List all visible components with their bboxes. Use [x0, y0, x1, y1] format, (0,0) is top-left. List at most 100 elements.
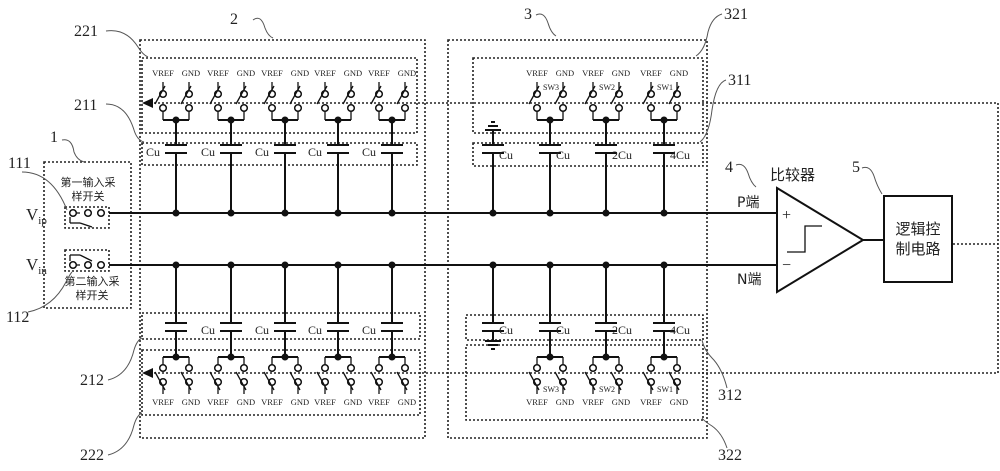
vref-label: VREF [526, 397, 548, 407]
switch-blade [316, 85, 328, 105]
cap-label-bottom: Cu [255, 323, 269, 337]
switch-contact [96, 208, 106, 218]
switch-blade [642, 371, 654, 391]
switch-blade [668, 85, 680, 105]
switch-2-label-1: 第二输入采 [65, 274, 120, 288]
binary-cap-label-bottom: 2Cu [612, 323, 632, 337]
switch-blade [289, 371, 301, 391]
logic-control-box [883, 195, 953, 283]
switch-contact [96, 260, 106, 270]
switch-contact [213, 363, 223, 373]
leader-311 [699, 79, 727, 143]
block-2 [139, 39, 426, 439]
sw-111-blade [79, 222, 93, 228]
junction-dot [281, 209, 289, 217]
binary-cap-label-top: Cu [499, 148, 513, 162]
switch-111-box [64, 206, 110, 229]
vref-label: VREF [640, 68, 662, 78]
ref-3: 3 [524, 6, 532, 23]
vref-label: VREF [261, 68, 283, 78]
vref-label: VREF [640, 397, 662, 407]
switch-blade [396, 85, 408, 105]
junction-dot [489, 209, 497, 217]
vin-main: V [26, 255, 39, 274]
junction-dot [281, 261, 289, 269]
vref-label: VREF [261, 397, 283, 407]
switch-contact [293, 363, 303, 373]
binary-cap-label-bottom: Cu [556, 323, 570, 337]
binary-cap-label-bottom: Cu [499, 323, 513, 337]
gnd-label: GND [344, 397, 362, 407]
vref-label: VREF [314, 68, 336, 78]
switch-blade [180, 85, 192, 105]
switch-contact [646, 363, 656, 373]
junction-dot [334, 209, 342, 217]
block-312 [465, 314, 704, 341]
leader-312 [701, 339, 728, 389]
cap-label-top: Cu [362, 145, 376, 159]
switch-contact [213, 103, 223, 113]
ref-2: 2 [230, 11, 238, 28]
switch-name-label: SW3 [543, 385, 559, 394]
switch-blade [584, 85, 596, 105]
binary-cap-label-top: Cu [556, 148, 570, 162]
switch-contact [672, 363, 682, 373]
leader-112 [27, 271, 73, 313]
junction-dot [388, 261, 396, 269]
switch-contact [320, 103, 330, 113]
switch-contact [184, 363, 194, 373]
switch-contact [558, 103, 568, 113]
gnd-label: GND [612, 397, 630, 407]
leader-221 [105, 30, 149, 58]
switch-contact [184, 103, 194, 113]
ref-221: 221 [74, 23, 98, 40]
switch-contact [68, 208, 78, 218]
vref-label: VREF [526, 68, 548, 78]
switch-1-label-2: 样开关 [72, 189, 105, 203]
switch-contact [346, 363, 356, 373]
leader-1 [61, 139, 85, 163]
switch-contact [293, 103, 303, 113]
block-222 [141, 349, 421, 416]
switch-blade [584, 371, 596, 391]
switch-contact [267, 103, 277, 113]
ref-222: 222 [80, 447, 104, 464]
switch-contact [374, 103, 384, 113]
switch-blade [528, 371, 540, 391]
switch-contact [558, 363, 568, 373]
ref-311: 311 [728, 72, 751, 89]
switch-contact [588, 363, 598, 373]
junction-dot [489, 261, 497, 269]
junction-dot [660, 261, 668, 269]
switch-1-label-1: 第一输入采 [61, 175, 116, 189]
ref-312: 312 [718, 387, 742, 404]
block-221 [141, 57, 418, 134]
switch-blade [610, 85, 622, 105]
switch-blade [370, 371, 382, 391]
cap-label-top: Cu [255, 145, 269, 159]
switch-blade [154, 371, 166, 391]
switch-blade [289, 85, 301, 105]
junction-dot [602, 209, 610, 217]
junction-dot [172, 261, 180, 269]
sw-112-blade [79, 254, 93, 262]
switch-blade [528, 85, 540, 105]
vref-label: VREF [368, 68, 390, 78]
vip-sub: ip [38, 215, 47, 227]
switch-blade [180, 371, 192, 391]
leader-2 [252, 17, 274, 39]
gnd-label: GND [556, 68, 574, 78]
leader-5 [861, 166, 883, 195]
ref-112: 112 [6, 309, 29, 326]
leader-222 [107, 412, 143, 456]
switch-blade [642, 85, 654, 105]
gnd-label: GND [398, 68, 416, 78]
minus-sign: − [782, 257, 791, 274]
vip-label: Vip [26, 205, 47, 227]
switch-contact [158, 103, 168, 113]
leader-211 [105, 103, 145, 143]
junction-dot [172, 209, 180, 217]
cap-label-bottom: Cu [362, 323, 376, 337]
